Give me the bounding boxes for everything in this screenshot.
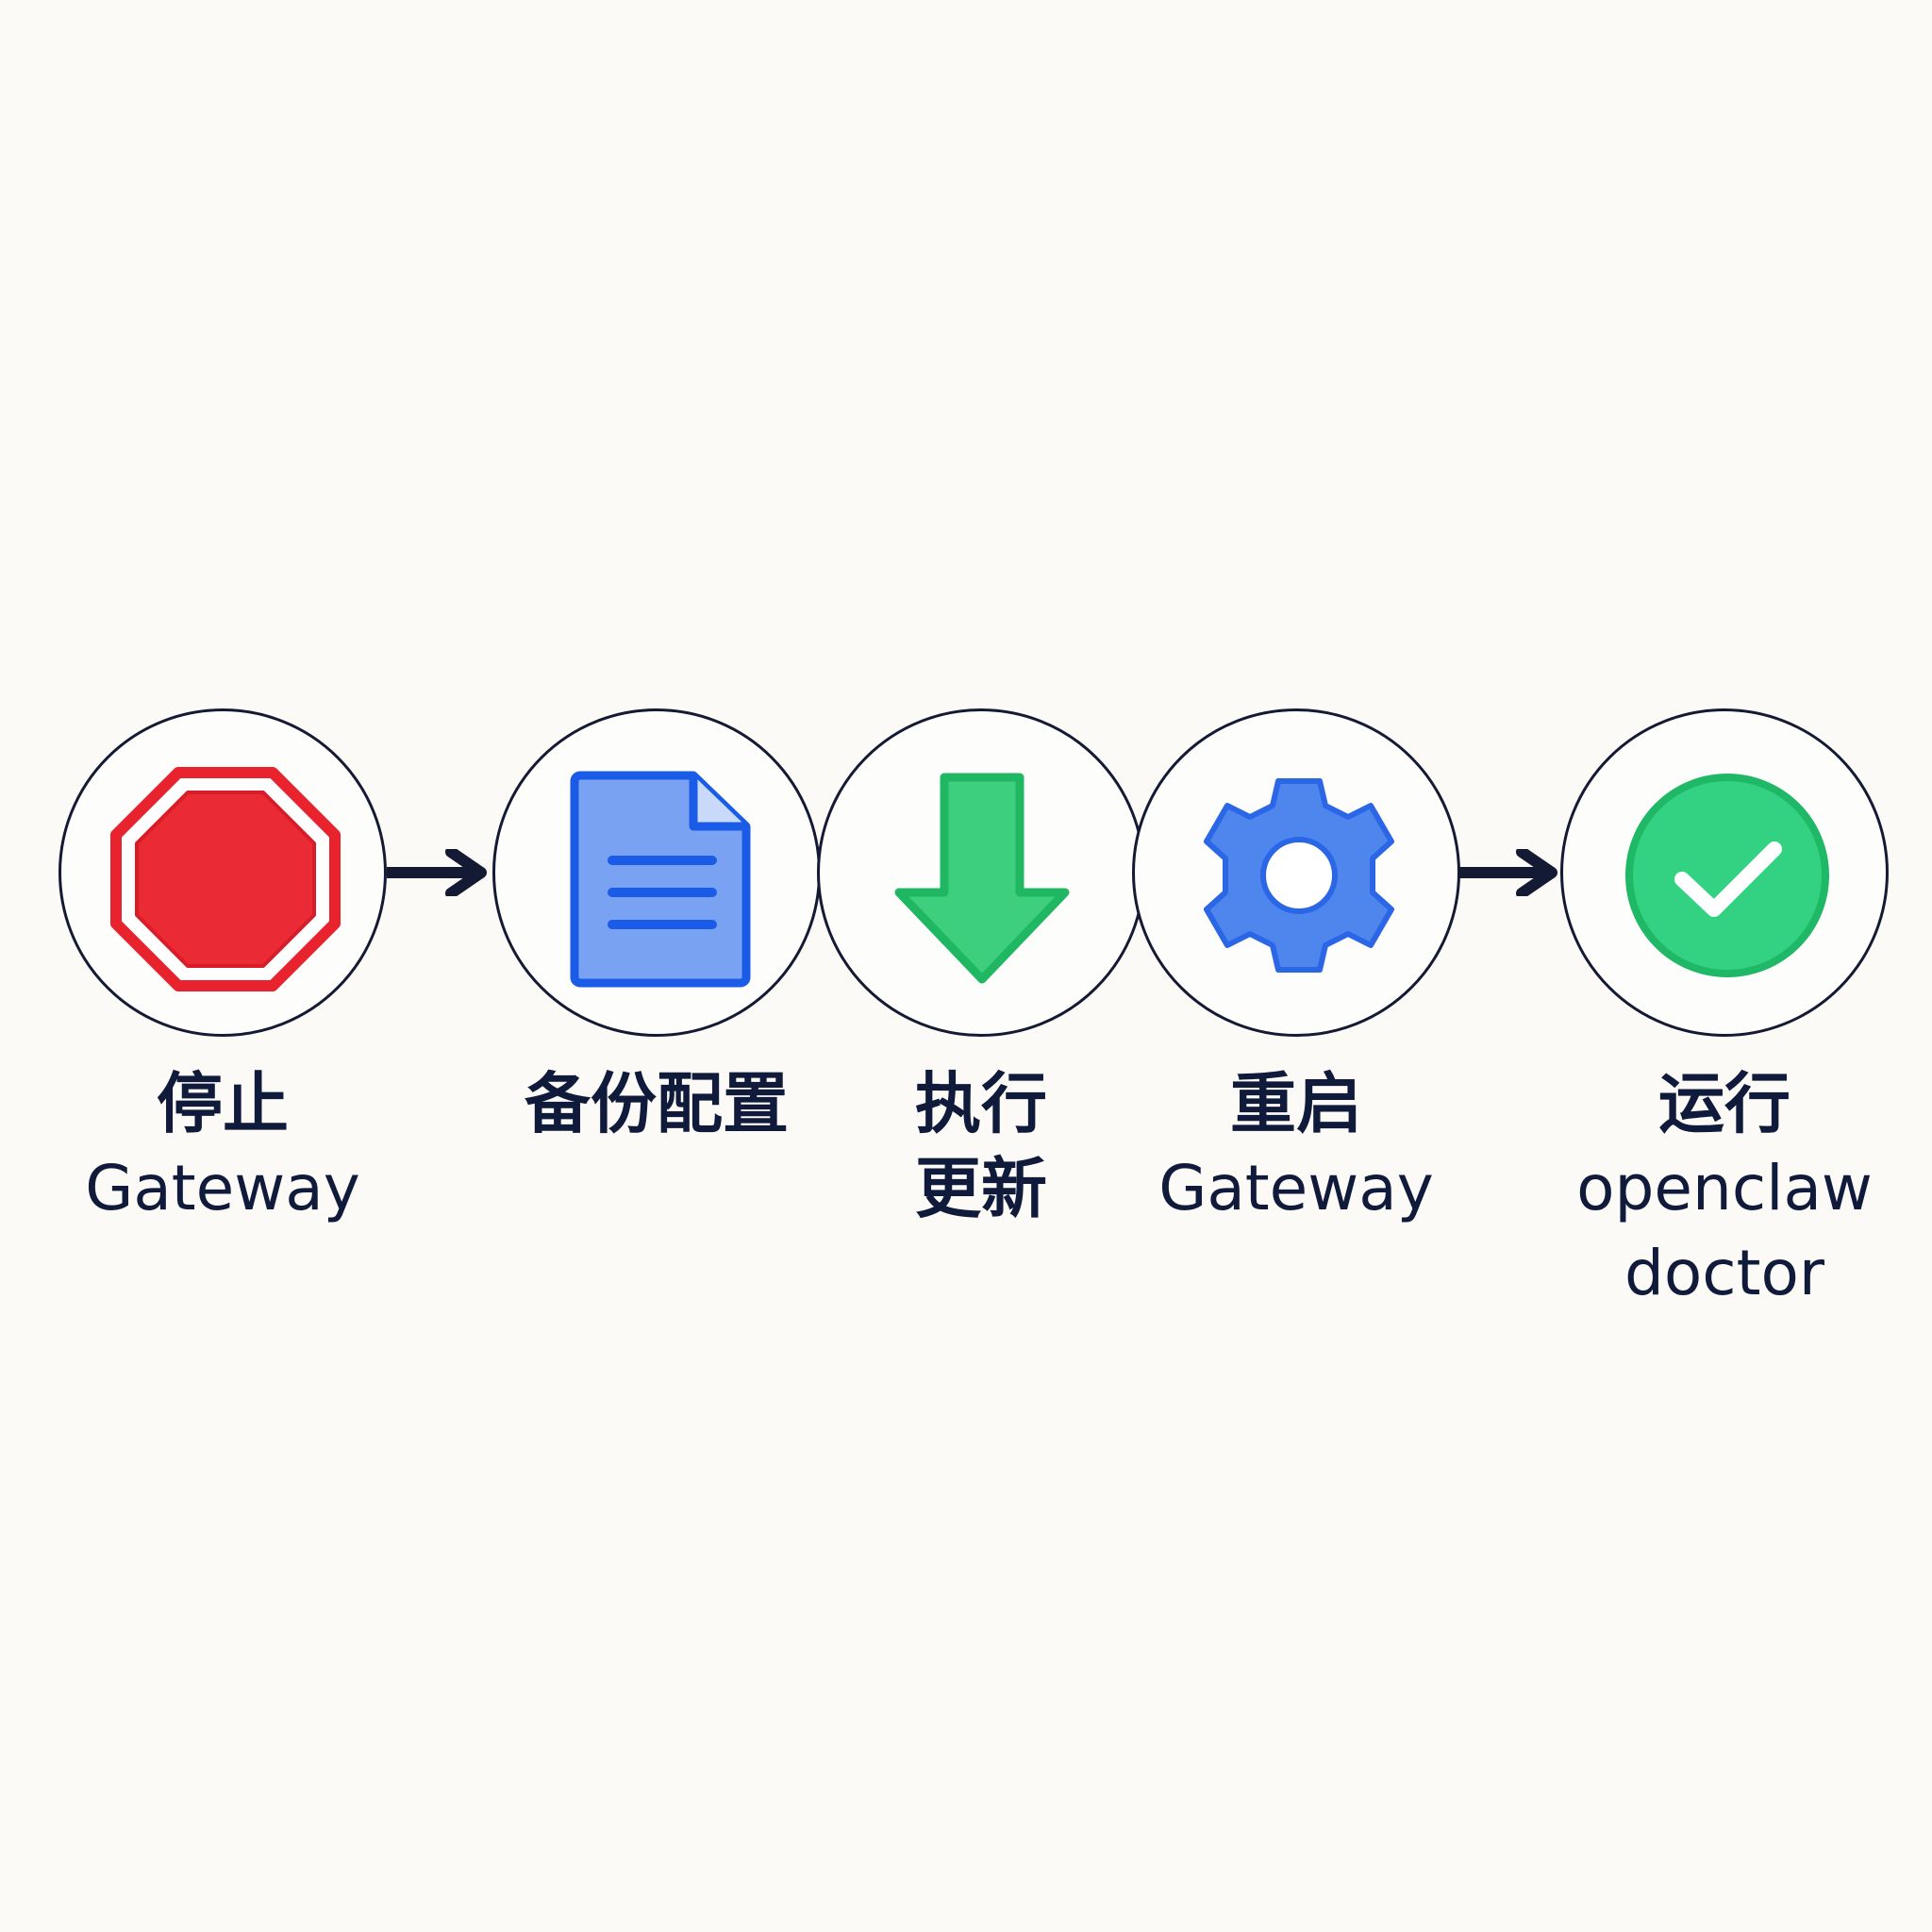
arrow-right-icon xyxy=(387,846,489,899)
step-circle xyxy=(492,708,821,1037)
label-line: 执行 xyxy=(915,1065,1047,1142)
step-circle xyxy=(1560,708,1889,1037)
step-backup-config xyxy=(492,708,821,1037)
label-line: 更新 xyxy=(915,1150,1047,1227)
step-circle xyxy=(58,708,387,1037)
step-circle xyxy=(1132,708,1460,1037)
arrow-right-icon xyxy=(1457,846,1559,899)
check-circle-icon xyxy=(1625,774,1829,977)
label-line: doctor xyxy=(1624,1237,1824,1309)
gear-icon xyxy=(1204,778,1394,973)
label-line: Gateway xyxy=(1158,1152,1434,1224)
download-arrow-icon xyxy=(894,773,1070,984)
step-label: 停止 Gateway xyxy=(25,1061,421,1231)
label-line: Gateway xyxy=(85,1152,360,1224)
step-run-update xyxy=(817,708,1145,1037)
step-circle xyxy=(817,708,1145,1037)
step-label: 重启 Gateway xyxy=(1098,1061,1494,1231)
label-line: 重启 xyxy=(1230,1065,1362,1142)
step-stop-gateway xyxy=(58,708,387,1037)
label-line: 运行 xyxy=(1658,1065,1790,1142)
step-label: 执行 更新 xyxy=(783,1061,1179,1231)
step-label: 备份配置 xyxy=(458,1061,855,1146)
label-line: 停止 xyxy=(157,1065,289,1142)
step-restart-gateway xyxy=(1132,708,1460,1037)
step-label: 运行 openclaw doctor xyxy=(1526,1061,1923,1316)
label-line: openclaw xyxy=(1576,1152,1873,1224)
label-line: 备份配置 xyxy=(525,1065,789,1142)
stop-icon xyxy=(110,767,341,991)
document-icon xyxy=(570,771,751,988)
step-run-doctor xyxy=(1560,708,1889,1037)
